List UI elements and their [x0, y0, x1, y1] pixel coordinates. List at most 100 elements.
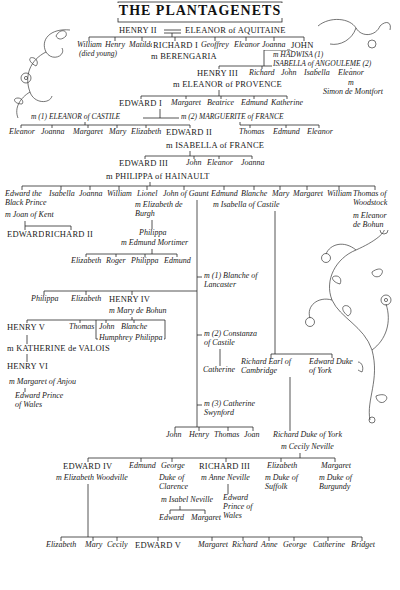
person-name: Edward Duke of York: [308, 358, 358, 376]
flower: [24, 76, 27, 79]
person-name: m Isabella of Castile: [212, 201, 280, 210]
person-name: ISABELLA of ANGOULEME (2): [272, 60, 372, 68]
person-name: m Joan of Kent: [4, 211, 55, 220]
person-name: Cecily: [106, 541, 128, 550]
flower: [384, 298, 387, 301]
person-name: m (1) ELEANOR of CASTILE: [30, 113, 121, 121]
person-name: EDWARD II: [165, 128, 213, 137]
person-name: Blanche: [120, 323, 148, 332]
person-name: m Duke of Burgundy: [318, 474, 368, 492]
person-name: EDWARD V: [134, 541, 182, 550]
person-name: John: [165, 431, 183, 440]
person-name: Margaret: [320, 462, 352, 471]
person-name: EDWARD I: [118, 99, 163, 108]
flower: [322, 254, 331, 263]
person-name: m Mary de Bohun: [108, 307, 168, 316]
person-name: Margaret: [292, 190, 324, 199]
person-name: Beatrice: [206, 99, 235, 108]
person-name: Edward: [158, 514, 185, 523]
descent-line: [271, 211, 332, 431]
person-name: Mary: [271, 190, 290, 199]
descent-line: [61, 453, 362, 541]
person-name: JOHN: [290, 41, 315, 50]
person-name: HENRY II: [118, 26, 158, 35]
person-name: Roger: [105, 257, 127, 266]
tree-lines: [21, 2, 375, 541]
person-name: m ELEANOR of PROVENCE: [172, 80, 283, 89]
vine-stem: [318, 19, 390, 44]
person-name: Eleanor: [233, 41, 261, 50]
person-name: William: [326, 190, 353, 199]
person-name: Henry: [104, 41, 126, 50]
person-name: m PHILIPPA of HAINAULT: [105, 172, 211, 181]
person-name: (died young): [78, 50, 118, 58]
person-name: m Eleanor de Bohun: [352, 212, 396, 230]
person-name: Thomas: [238, 128, 265, 137]
person-name: ELEANOR of AQUITAINE: [184, 26, 287, 35]
person-name: Richard Earl of Cambridge: [240, 358, 304, 376]
person-name: m Edmund Mortimer: [120, 239, 189, 248]
person-name: Richard: [248, 69, 275, 78]
person-name: Richard Duke of York: [272, 431, 343, 440]
person-name: Joanna: [40, 128, 66, 137]
person-name: Joanna: [78, 190, 104, 199]
person-name: RICHARD III: [198, 462, 251, 471]
person-name: HENRY III: [196, 69, 239, 78]
person-name: m KATHERINE de VALOIS: [6, 344, 111, 353]
person-name: Elizabeth: [70, 295, 102, 304]
person-name: Isabella: [48, 190, 76, 199]
person-name: Isabella: [303, 69, 331, 78]
person-name: EDWARD: [6, 230, 46, 239]
person-name: m (3) Catherine Swynford: [203, 400, 263, 418]
person-name: HENRY VI: [6, 362, 49, 371]
person-name: Margaret: [190, 514, 222, 523]
person-name: Elizabeth: [130, 128, 162, 137]
person-name: Elizabeth: [70, 257, 102, 266]
person-name: Humphrey: [98, 334, 133, 343]
person-name: Bridget: [350, 541, 376, 550]
person-name: Eleanor: [8, 128, 36, 137]
person-name: Edmund: [240, 99, 269, 108]
vine-stem: [17, 30, 70, 118]
person-name: m Cecily Neville: [280, 443, 335, 452]
person-name: John: [185, 159, 203, 168]
title: THE PLANTAGENETS: [116, 3, 284, 18]
person-name: m (1) Blanche of Lancaster: [203, 272, 263, 290]
person-name: Blanche: [240, 190, 268, 199]
person-name: Edmund: [163, 257, 192, 266]
person-name: m ISABELLA of FRANCE: [165, 141, 265, 150]
person-name: William: [106, 190, 133, 199]
vine-stem: [309, 226, 388, 420]
person-name: Elizabeth: [266, 462, 298, 471]
person-name: Philippa: [30, 295, 60, 304]
title-box: THE PLANTAGENETS: [0, 3, 400, 19]
person-name: m (2) MARGUERITE of FRANCE: [180, 113, 284, 121]
person-name: Katherine: [270, 99, 304, 108]
person-name: Elizabeth: [45, 541, 77, 550]
person-name: Eleanor: [306, 128, 334, 137]
person-name: Margaret: [170, 99, 202, 108]
person-name: m Isabel Neville: [160, 496, 214, 505]
person-name: Joanna: [240, 159, 266, 168]
person-name: m BERENGARIA: [150, 52, 218, 61]
person-name: RICHARD II: [44, 230, 94, 239]
flower: [369, 417, 375, 423]
person-name: Margaret: [197, 541, 229, 550]
person-name: Edward Prince of Wales: [14, 392, 66, 410]
person-name: Lionel: [136, 190, 158, 199]
person-name: Edmund: [210, 190, 239, 199]
person-name: RICHARD I: [152, 41, 199, 50]
flower: [21, 73, 31, 83]
person-name: Catherine: [312, 541, 346, 550]
person-name: m HADWISA (1): [272, 51, 324, 59]
person-name: Philippa: [138, 229, 168, 238]
person-name: John: [280, 69, 298, 78]
descent-line: [44, 200, 253, 431]
person-name: George: [282, 541, 308, 550]
person-name: Geoffrey: [200, 41, 230, 50]
person-name: William: [76, 41, 103, 50]
vine-ornament: [15, 19, 391, 423]
person-name: Edward Prince of Wales: [222, 494, 272, 520]
person-name: HENRY IV: [108, 295, 151, 304]
person-name: HENRY V: [6, 323, 46, 332]
